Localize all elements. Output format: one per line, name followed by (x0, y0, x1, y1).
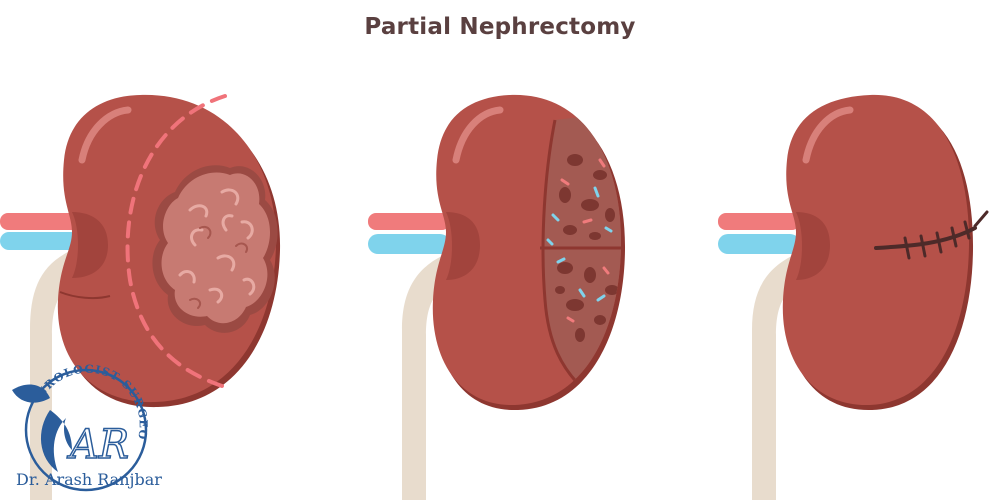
suture (874, 210, 989, 260)
highlight (802, 106, 854, 164)
renal-vein (0, 232, 80, 250)
renal-artery (368, 213, 450, 230)
ureter (402, 254, 462, 500)
ureter (752, 254, 812, 500)
renal-vein (718, 234, 800, 254)
surgeon-logo: UROLOGIST SURGEON AR (6, 350, 149, 492)
highlight (452, 106, 504, 164)
stage-tumor-removed (368, 94, 626, 500)
stage-kidney-with-tumor (0, 94, 281, 500)
renal-artery (0, 213, 80, 230)
hilum (446, 212, 480, 280)
logo-ring (24, 368, 148, 492)
cut-line (125, 94, 227, 388)
renal-artery (718, 213, 800, 230)
lobe-line (59, 291, 111, 300)
renal-vein (368, 234, 450, 254)
logo-monogram: AR (66, 422, 129, 468)
page-title: Partial Nephrectomy (364, 14, 636, 40)
tumor (152, 165, 278, 333)
hilum (796, 212, 830, 280)
hilum (72, 212, 108, 278)
figure-icon (40, 410, 72, 472)
logo-name: Dr. Arash Ranjbar (16, 470, 162, 489)
highlight (78, 106, 132, 164)
leaf-icon (12, 384, 50, 403)
stage-kidney-sutured (718, 94, 989, 500)
